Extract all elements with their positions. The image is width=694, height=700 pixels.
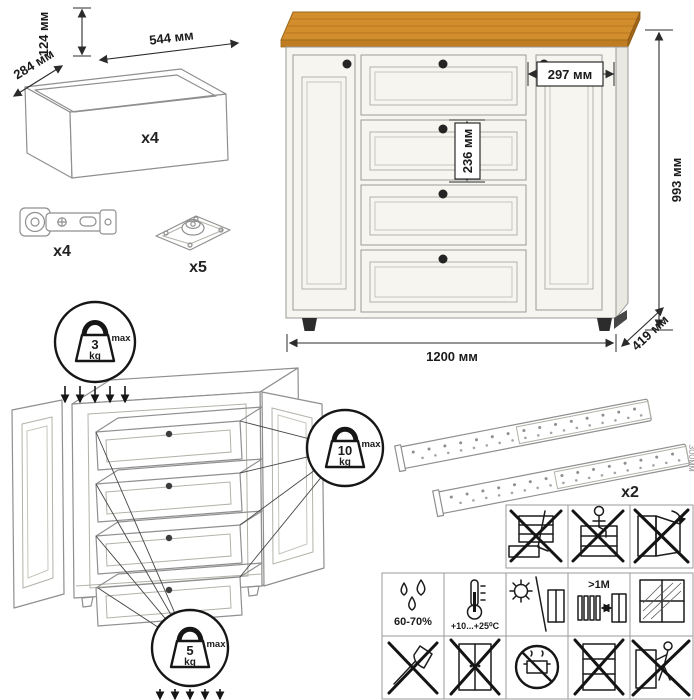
dimension-1200: 1200 мм <box>286 334 617 364</box>
drawer-slides-diagram: x2 300мм <box>394 398 694 518</box>
drawer-box-count-label: x4 <box>141 130 159 147</box>
right-door <box>535 54 603 311</box>
kettlebell-body <box>324 439 366 469</box>
dimension-419: 419 мм <box>621 307 672 353</box>
drawer-front-3 <box>360 184 527 246</box>
no-tilting-cabinet-icon <box>573 638 625 696</box>
no-sitting-on-top-icon <box>571 505 625 563</box>
load-right-unit: kg <box>339 457 351 468</box>
load-bottom-arrows <box>155 689 225 700</box>
load-top-unit: kg <box>89 351 101 362</box>
foot-left <box>302 318 317 331</box>
no-hanging-on-doors-icon <box>449 638 501 696</box>
temperature-label: +10...+25⁰С <box>451 621 500 631</box>
commode-side-panel <box>615 46 629 320</box>
left-door <box>292 54 356 311</box>
drawer-knob <box>438 254 448 264</box>
foot-plate-diagram: x5 <box>155 215 231 276</box>
open-drawer-2 <box>95 458 263 523</box>
temperature-icon: +10...+25⁰С <box>451 579 500 631</box>
load-bottom-unit: kg <box>184 657 196 668</box>
open-right-door <box>261 391 325 587</box>
drawer-front-1 <box>360 54 527 116</box>
load-limit-top-badge: 3 kg max <box>53 300 137 404</box>
dimension-236: 236 мм <box>449 119 485 183</box>
drawer-slide <box>394 398 652 473</box>
commode-depth-label: 419 мм <box>629 312 672 353</box>
drawer-knob <box>165 430 173 438</box>
humidity-label: 60-70% <box>394 616 432 628</box>
commode-drawer-dim-label: 236 мм <box>460 129 475 174</box>
open-drawer-3 <box>95 510 263 575</box>
open-commode-view: 3 kg max 10 kg max 5 kg <box>11 300 385 700</box>
warning-icons-row <box>505 504 694 569</box>
no-dragging-icon <box>631 639 691 697</box>
no-standing-on-drawer-icon <box>508 509 563 563</box>
open-left-door <box>11 399 65 609</box>
commode-height-label: 993 мм <box>669 158 684 203</box>
drawer-knob <box>438 189 448 199</box>
load-bottom-value: 5 <box>186 643 193 658</box>
avoid-sunlight-icon <box>509 576 565 632</box>
drawer-box-diagram: x4 124 мм 544 мм 284 мм <box>11 7 240 179</box>
heat-distance-icon: >1M <box>577 579 627 623</box>
kettlebell-handle <box>331 426 359 443</box>
foot-count-label: x5 <box>189 259 207 276</box>
kettlebell-body <box>74 333 116 363</box>
drawer-box-depth-label: 284 мм <box>11 46 57 82</box>
drawer-box-height-label: 124 мм <box>36 12 51 57</box>
door-knob <box>342 59 352 69</box>
load-top-value: 3 <box>91 337 98 352</box>
dimension-993: 993 мм <box>645 29 684 331</box>
drawer-knob <box>165 534 173 542</box>
kettlebell-handle <box>176 626 204 643</box>
no-hot-objects-icon <box>514 644 560 690</box>
commode-right-dim-label: 297 мм <box>548 67 593 82</box>
worktop-edge <box>280 39 629 48</box>
open-drawer-1 <box>95 406 263 471</box>
drawer-front-4 <box>360 249 527 313</box>
humidity-icon: 60-70% <box>394 579 432 628</box>
kettlebell-body <box>169 639 211 669</box>
load-right-max: max <box>361 439 381 450</box>
slides-length-label: 300мм <box>687 444 694 471</box>
load-right-value: 10 <box>338 443 352 458</box>
load-limit-bottom-badge: 5 kg max <box>150 608 230 700</box>
drawer-knob <box>438 59 448 69</box>
ventilation-window-icon <box>639 579 685 623</box>
load-top-arrows <box>60 386 130 404</box>
slides-count-label: x2 <box>621 484 639 501</box>
distance-label: >1M <box>588 579 610 591</box>
load-top-max: max <box>111 333 131 344</box>
hinge-diagram: x4 <box>19 207 117 260</box>
load-bottom-max: max <box>206 639 226 650</box>
no-chopping-icon <box>387 641 439 695</box>
hinge-count-label: x4 <box>53 243 71 260</box>
care-icons-grid: 60-70% +10...+25⁰С >1M <box>381 572 694 700</box>
foot-right <box>597 318 612 331</box>
load-limit-right-badge: 10 kg max <box>305 408 385 488</box>
drawer-front-2 <box>360 119 527 181</box>
drawer-knob <box>165 482 173 490</box>
no-force-on-door-icon <box>633 508 690 564</box>
drawer-knob <box>165 586 173 594</box>
commode-front-view: 297 мм 236 мм 993 мм 1200 мм 419 мм <box>280 11 684 364</box>
dimension-297: 297 мм <box>527 61 615 87</box>
drawer-knob <box>438 124 448 134</box>
commode-width-label: 1200 мм <box>426 349 478 364</box>
kettlebell-handle <box>81 320 109 337</box>
drawer-slide <box>432 443 690 518</box>
drawer-box-width-label: 544 мм <box>148 27 194 47</box>
